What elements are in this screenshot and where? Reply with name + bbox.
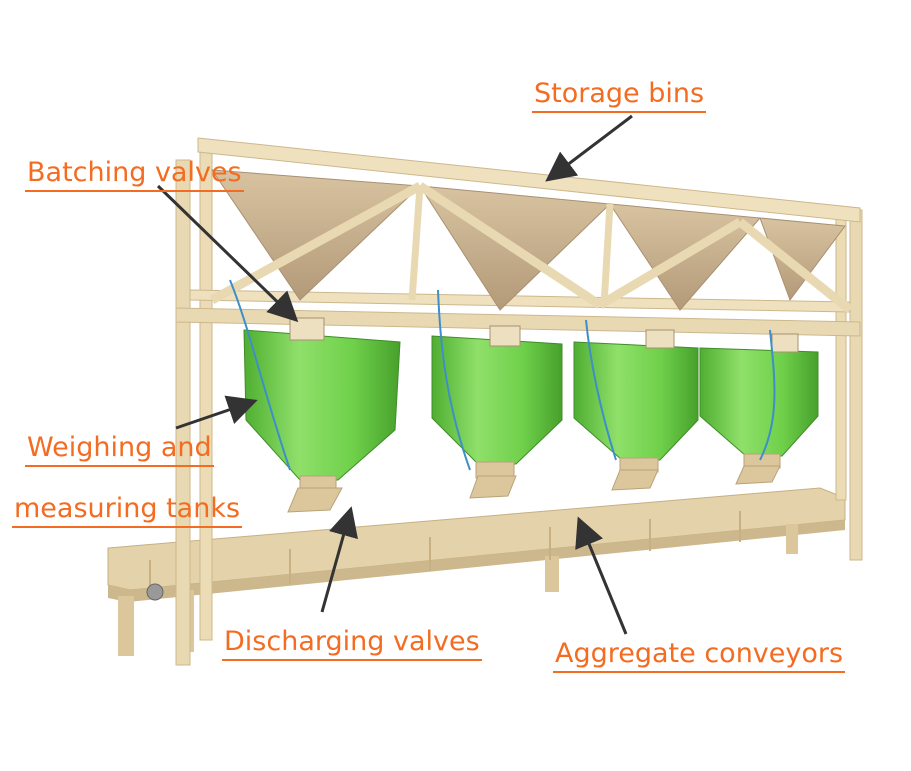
tank-2 [431,335,563,479]
label-aggregate-conveyors: Aggregate conveyors [553,638,846,673]
weighing-tanks [243,329,819,493]
label-batching-valves: Batching valves [25,157,244,192]
tank-3 [573,341,699,473]
storage-bins [209,169,853,314]
pneumatic-hoses [229,279,776,471]
label-weighing-line2: measuring tanks [12,493,243,528]
label-weighing-line1: Weighing and [25,432,214,467]
tank-1 [243,329,401,493]
batching-valve-boxes [289,317,799,353]
label-discharging-valves: Discharging valves [222,626,482,661]
callout-arrows [156,114,633,635]
support-frame [175,137,863,666]
discharging-valves [287,465,781,513]
tank-4 [699,347,819,469]
label-storage-bins: Storage bins [532,78,707,113]
